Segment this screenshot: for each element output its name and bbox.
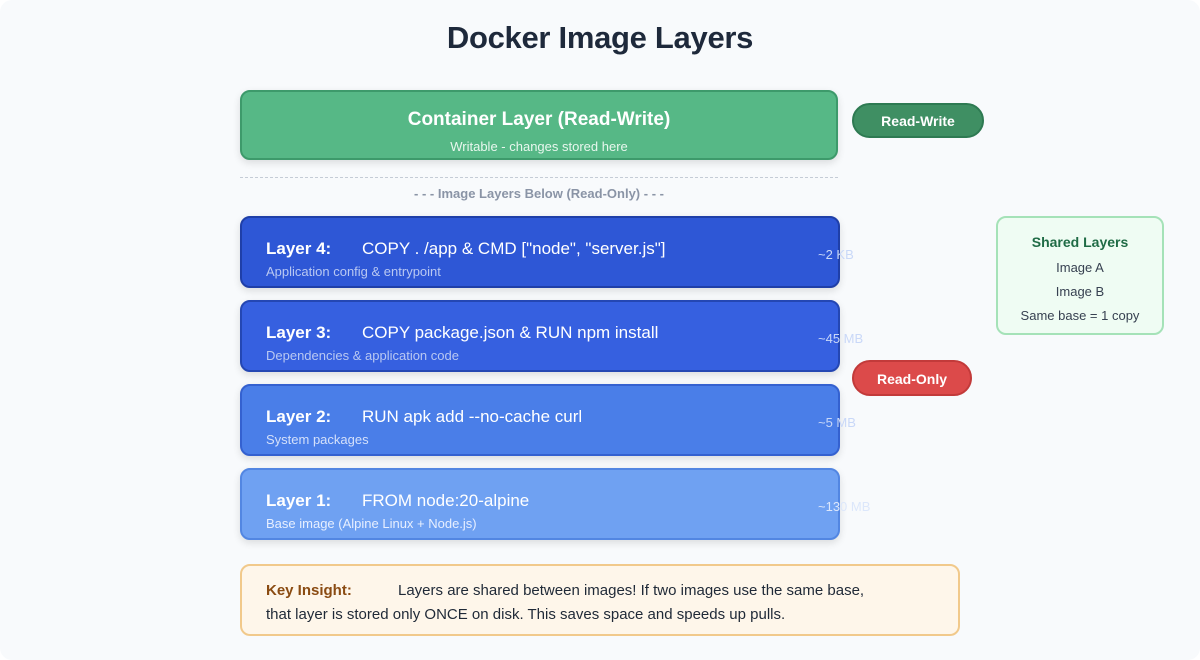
layer-description: Dependencies & application code <box>266 348 459 363</box>
layer-command: COPY . /app & CMD ["node", "server.js"] <box>362 239 666 258</box>
layer-name: Layer 4: <box>266 239 332 258</box>
layer-description: System packages <box>266 432 369 447</box>
shared-line-image-a: Image A <box>1056 260 1104 275</box>
layer-size: ~45 MB <box>818 331 864 346</box>
layer-name: Layer 1: <box>266 491 332 510</box>
image-layer-2: Layer 2: RUN apk add --no-cache curl Sys… <box>240 384 856 456</box>
layer-command: COPY package.json & RUN npm install <box>362 323 659 342</box>
image-layer-4: Layer 4: COPY . /app & CMD ["node", "ser… <box>240 216 854 288</box>
layer-size: ~130 MB <box>818 499 871 514</box>
image-layer-3: Layer 3: COPY package.json & RUN npm ins… <box>240 300 863 372</box>
layer-command: FROM node:20-alpine <box>362 491 530 510</box>
layer-size: ~2 KB <box>818 247 854 262</box>
layer-description: Base image (Alpine Linux + Node.js) <box>266 516 477 531</box>
read-only-badge: Read-Only <box>852 360 972 396</box>
read-write-badge: Read-Write <box>852 103 984 138</box>
diagram-title: Docker Image Layers <box>446 20 754 55</box>
insight-text-line-1: Layers are shared between images! If two… <box>398 582 865 599</box>
shared-line-note: Same base = 1 copy <box>1020 308 1140 323</box>
read-only-divider <box>240 177 838 178</box>
shared-layers-box: Shared Layers Image A Image B Same base … <box>996 216 1164 335</box>
insight-text-line-2: that layer is stored only ONCE on disk. … <box>266 606 786 623</box>
layer-size: ~5 MB <box>818 415 856 430</box>
container-layer: Container Layer (Read-Write) Writable - … <box>240 90 838 160</box>
insight-label: Key Insight: <box>266 582 352 599</box>
key-insight-box: Key Insight: Layers are shared between i… <box>240 564 960 636</box>
layer-description: Application config & entrypoint <box>266 264 441 279</box>
image-layer-1: Layer 1: FROM node:20-alpine Base image … <box>240 468 870 540</box>
layer-command: RUN apk add --no-cache curl <box>362 407 583 426</box>
shared-layers-title: Shared Layers <box>1031 234 1129 250</box>
divider-label: - - - Image Layers Below (Read-Only) - -… <box>414 186 664 201</box>
layer-name: Layer 3: <box>266 323 332 342</box>
container-layer-subtitle: Writable - changes stored here <box>450 139 628 154</box>
layer-name: Layer 2: <box>266 407 332 426</box>
container-layer-title: Container Layer (Read-Write) <box>407 109 671 130</box>
shared-line-image-b: Image B <box>1055 284 1105 299</box>
